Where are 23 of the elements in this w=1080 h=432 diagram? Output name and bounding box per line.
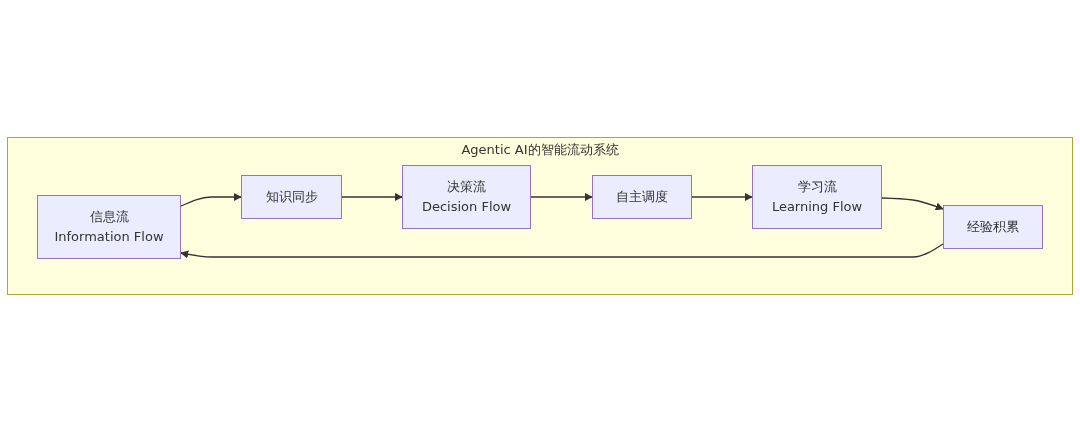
node-label: 决策流 [447,178,486,196]
process-box [752,165,882,229]
arrow [691,193,753,201]
arrow [180,243,944,259]
node-label: Information Flow [54,228,164,246]
process-box [37,195,181,259]
arrow [530,193,593,201]
group-title: Agentic AI的智能流动系统 [461,141,619,159]
process-box [943,205,1043,249]
process-box [241,175,342,219]
group-panel [7,137,1073,295]
process-box [402,165,531,229]
arrow [341,193,403,201]
node-label: 信息流 [89,208,129,226]
node-label: 知识同步 [265,188,318,206]
arrow [180,193,242,207]
node-label: Learning Flow [771,198,863,216]
process-box [592,175,692,219]
node-label: 经验积累 [967,218,1019,236]
arrow [881,197,944,211]
node-label: Decision Flow [421,198,512,216]
node-label: 自主调度 [616,188,668,206]
node-label: 学习流 [797,178,837,196]
